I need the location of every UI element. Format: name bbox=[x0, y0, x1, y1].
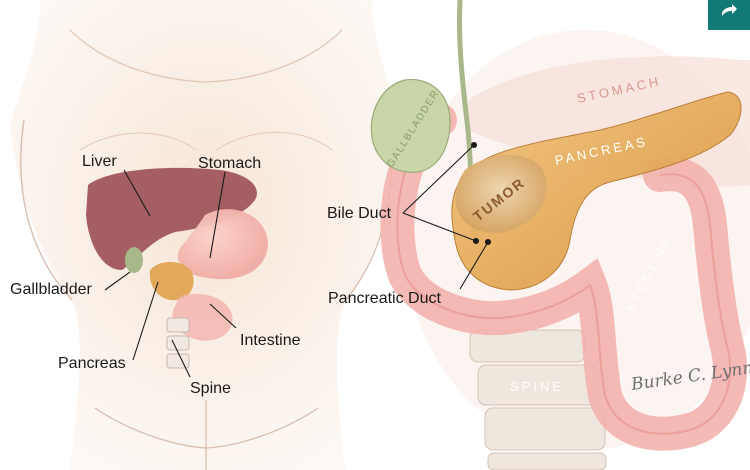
label-bile-duct: Bile Duct bbox=[327, 206, 391, 222]
share-button[interactable] bbox=[708, 0, 750, 30]
share-icon bbox=[720, 3, 738, 21]
label-pancreatic-duct: Pancreatic Duct bbox=[328, 291, 441, 307]
organ-label-spine: SPINE bbox=[510, 379, 564, 394]
label-gallbladder: Gallbladder bbox=[10, 282, 92, 298]
label-intestine: Intestine bbox=[240, 333, 300, 349]
gallbladder-illustration bbox=[125, 247, 143, 273]
spine-illustration bbox=[167, 318, 189, 368]
label-stomach: Stomach bbox=[198, 156, 261, 172]
label-spine: Spine bbox=[190, 381, 231, 397]
label-liver: Liver bbox=[82, 154, 117, 170]
label-pancreas: Pancreas bbox=[58, 356, 126, 372]
